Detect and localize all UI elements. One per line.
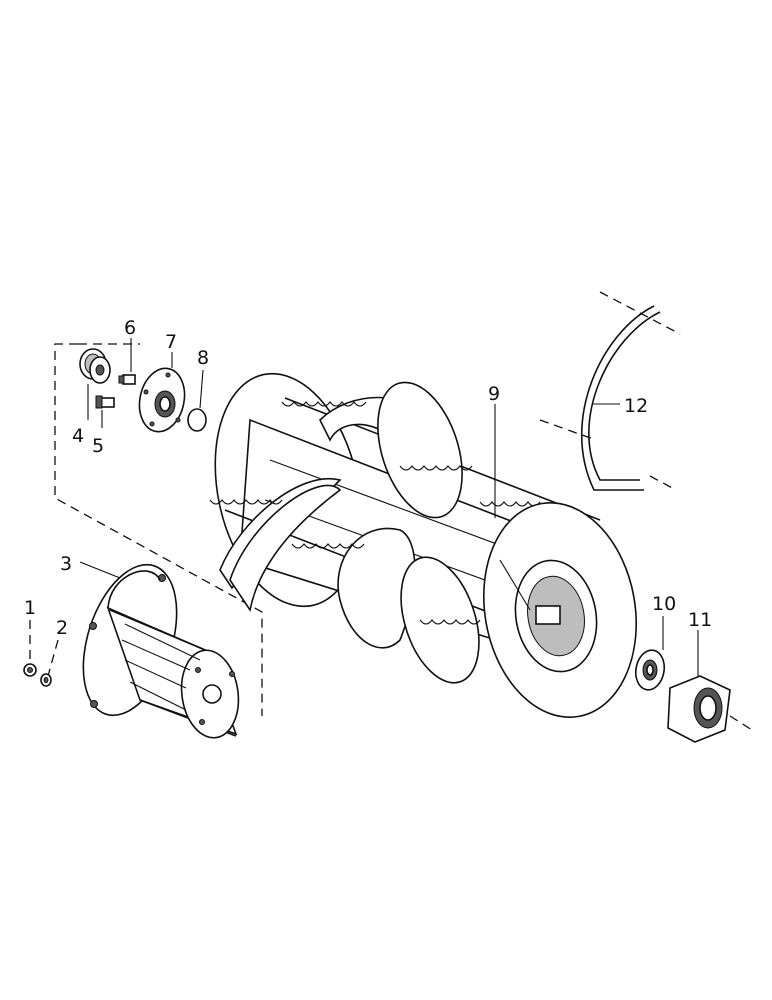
part-8-o-ring[interactable] <box>187 369 207 432</box>
leader-lines <box>79 404 496 579</box>
callout-7: 7 <box>165 331 177 353</box>
callout-10: 10 <box>652 593 676 615</box>
part-6-stud[interactable] <box>118 338 136 385</box>
callout-11: 11 <box>688 609 712 631</box>
part-9-auger-drum[interactable] <box>195 360 653 729</box>
callout-8: 8 <box>197 347 209 369</box>
part-7-splined-flange[interactable] <box>134 352 190 436</box>
callout-5: 5 <box>92 435 104 457</box>
assembly-group-outline <box>54 343 263 716</box>
callout-4: 4 <box>72 425 84 447</box>
part-1-nut[interactable] <box>23 620 37 677</box>
part-2-washer[interactable] <box>40 639 59 687</box>
callout-1: 1 <box>24 597 36 619</box>
part-11-coupling[interactable] <box>667 630 753 743</box>
callout-12: 12 <box>624 395 648 417</box>
callout-9: 9 <box>488 383 500 405</box>
part-12-curved-strip[interactable] <box>539 291 681 491</box>
callout-3: 3 <box>60 553 72 575</box>
callout-6: 6 <box>124 317 136 339</box>
part-4-sprocket[interactable] <box>79 348 111 420</box>
part-5-bolt[interactable] <box>95 395 115 428</box>
part-3-drum-housing[interactable] <box>66 553 244 742</box>
callout-2: 2 <box>56 617 68 639</box>
part-10-bearing[interactable] <box>633 616 668 692</box>
callout-labels: 1 2 3 4 5 6 7 8 9 10 11 12 <box>24 317 712 639</box>
